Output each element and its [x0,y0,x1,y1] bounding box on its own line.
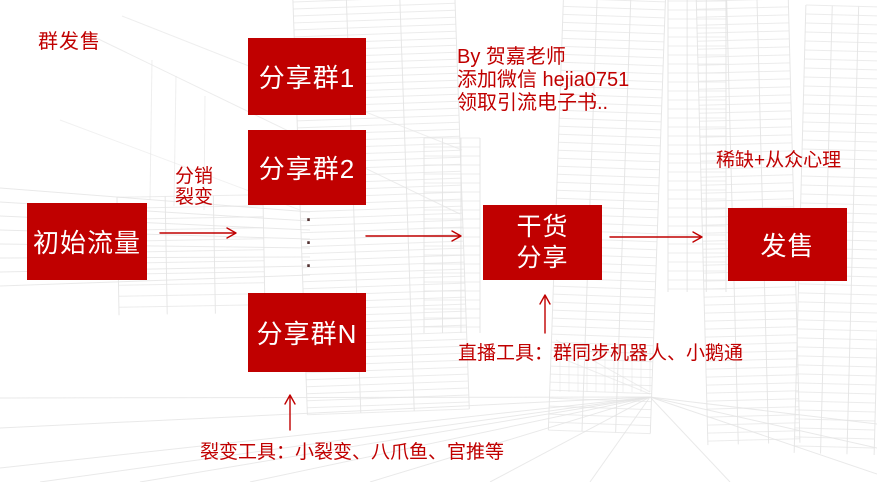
fission-note-line1: 分销 [175,166,214,187]
fission-note: 分销 裂变 [175,166,213,208]
dry-goods-share-line1: 干货 [516,212,569,241]
fission-note-line2: 裂变 [175,187,214,208]
share-group-n-box: 分享群N [248,293,366,372]
dry-goods-share-box: 干货 分享 [483,205,602,280]
fission-tools-note: 裂变工具：小裂变、八爪鱼、官推等 [200,442,505,463]
live-tools-note: 直播工具：群同步机器人、小鹅通 [458,343,744,364]
author-note-line3: 领取引流电子书.. [457,92,609,114]
author-note-line2: 添加微信 hejia0751 [457,69,630,91]
sale-box: 发售 [728,208,847,281]
author-note: By 贺嘉老师 添加微信 hejia0751 领取引流电子书.. [457,46,629,115]
psychology-note: 稀缺+从众心理 [716,150,842,171]
ellipsis-dot: · [306,256,312,276]
slide-title: 群发售 [38,31,101,53]
author-note-line1: By 贺嘉老师 [457,46,566,68]
vertical-ellipsis: · · · [301,210,317,276]
ellipsis-dot: · [306,210,312,230]
ellipsis-dot: · [306,233,312,253]
initial-traffic-box: 初始流量 [27,203,147,280]
dry-goods-share-line2: 分享 [516,243,569,272]
share-group-2-box: 分享群2 [248,130,366,205]
share-group-1-box: 分享群1 [248,38,366,115]
